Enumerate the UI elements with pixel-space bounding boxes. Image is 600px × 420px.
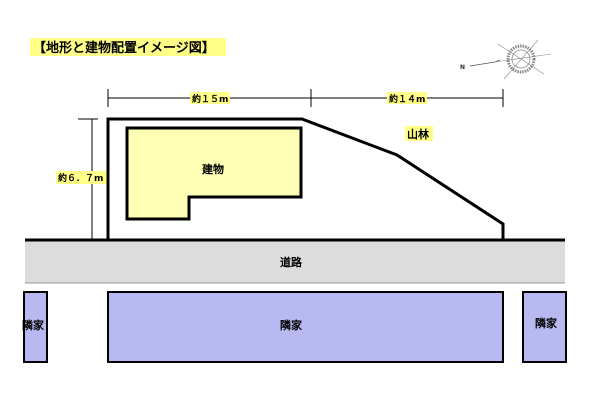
depth-label: 約６．７m [58,172,103,184]
forest-label: 山林 [407,127,429,141]
road [25,240,565,283]
road-label: 道路 [280,255,303,269]
building-label: 建物 [202,162,224,176]
width-right-label: 約１４m [389,93,425,105]
neighbor-house-right [522,291,567,363]
neighbor-center-label: 隣家 [280,318,303,332]
neighbor-house-left [23,291,48,363]
north-label: N [460,64,465,71]
site-boundary [106,117,505,240]
title-highlight [30,38,226,56]
width-left-label: 約１５m [192,93,228,105]
diagram-title: 【地形と建物配置イメージ図】 [33,40,215,56]
neighbor-house-center [107,291,504,363]
building-footprint [125,126,303,221]
neighbor-left-label: 隣家 [22,318,45,332]
width-dimension [107,89,504,107]
neighbor-right-label: 隣家 [535,316,558,330]
compass-icon [469,39,552,80]
